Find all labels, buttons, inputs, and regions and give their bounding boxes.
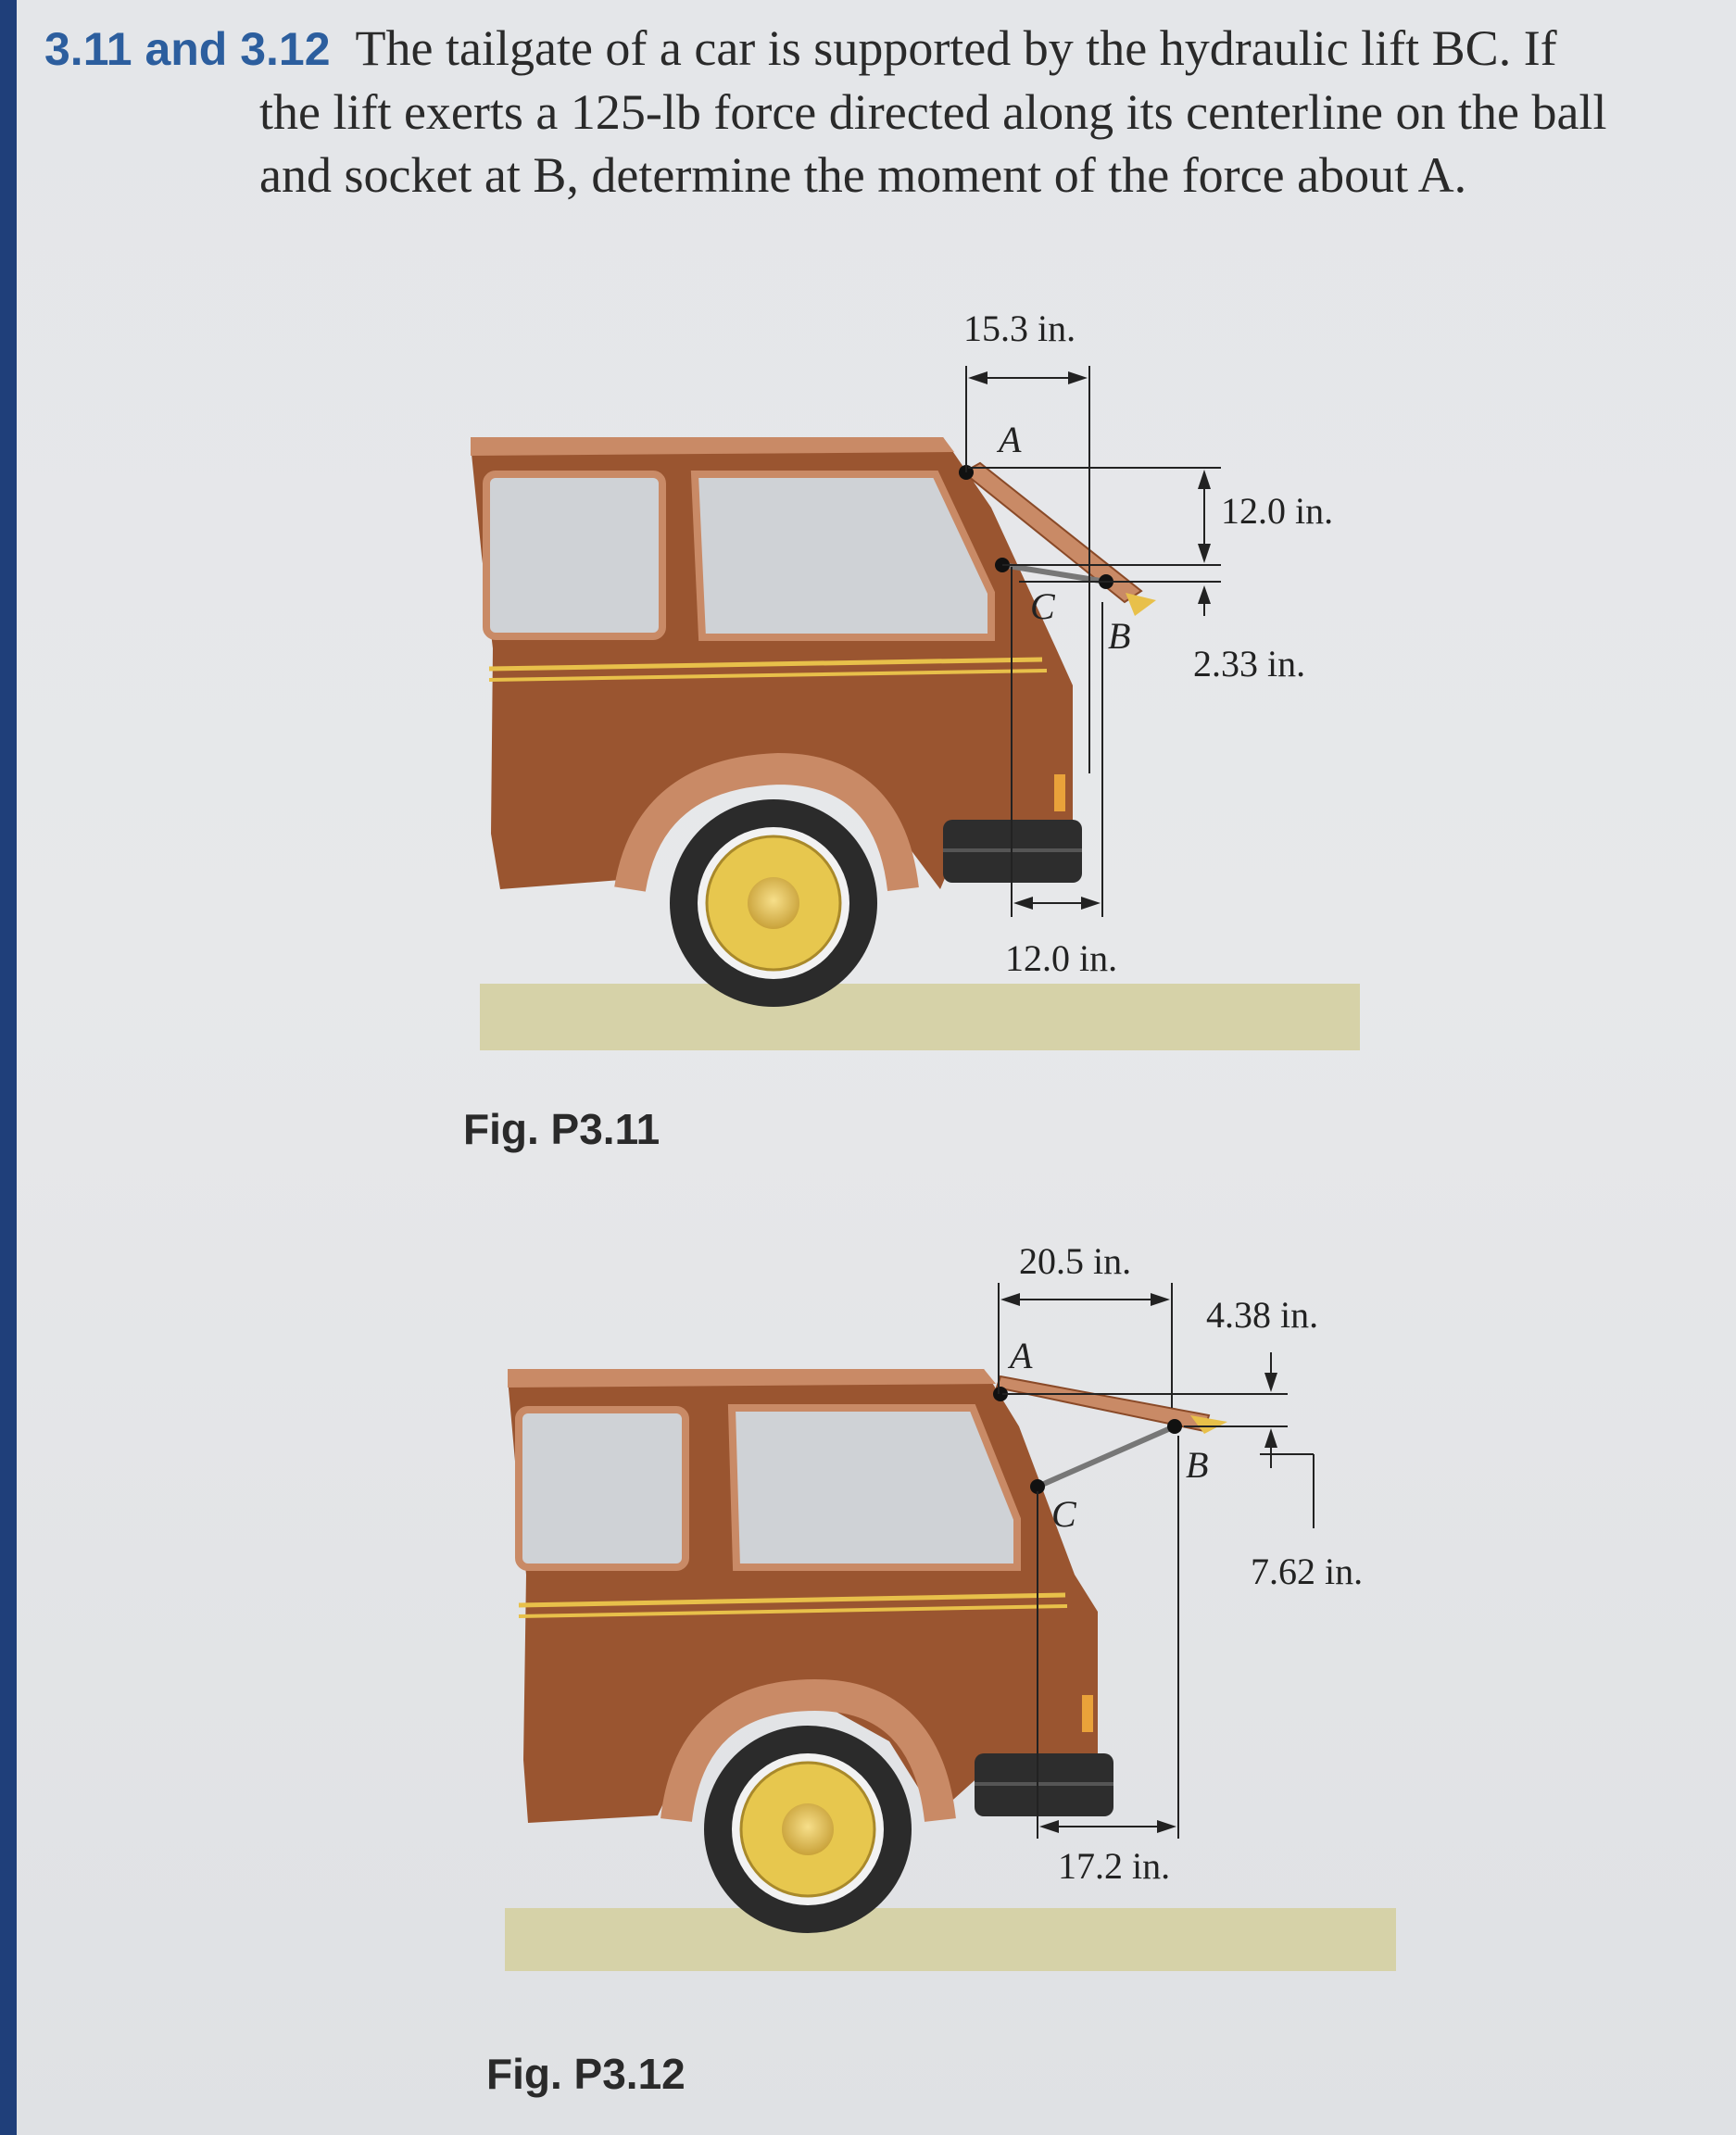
problem-text-1: The tailgate of a car is supported by th… [355, 20, 1557, 76]
problem-text-3: and socket at B, determine the moment of… [259, 147, 1467, 203]
fig2-label-b: B [1186, 1444, 1208, 1486]
ground [505, 1908, 1396, 1971]
side-window-rear [483, 471, 666, 640]
hydraulic-lift [1036, 1424, 1176, 1489]
point-a [993, 1387, 1008, 1401]
fig1-label-a: A [996, 419, 1022, 460]
wheel-arch [614, 752, 919, 893]
point-c [1030, 1479, 1045, 1494]
side-window-back [727, 1404, 1021, 1571]
side-window-back [690, 471, 995, 641]
fig1-caption: Fig. P3.11 [463, 1105, 660, 1153]
body-stripe-2 [488, 669, 1048, 682]
open-tailgate [962, 461, 1143, 604]
problem-number: 3.11 and 3.12 [44, 23, 331, 75]
fig2-dim-bottom: 17.2 in. [1058, 1845, 1170, 1887]
tailgate-edge [1126, 593, 1156, 616]
fig2-dim-right-lower: 7.62 in. [1251, 1551, 1363, 1592]
side-window-rear [515, 1406, 689, 1571]
fig2-label-c: C [1051, 1493, 1077, 1535]
fig2-dim-top: 20.5 in. [1019, 1240, 1131, 1282]
fig1-label-c: C [1030, 585, 1056, 627]
wheel-hub [748, 877, 799, 929]
wheel-arch [660, 1678, 956, 1823]
ground [480, 984, 1360, 1050]
roof-rail [471, 437, 954, 456]
fig2-dim-right-upper: 4.38 in. [1206, 1294, 1318, 1336]
problem-line-1: 3.11 and 3.12 The tailgate of a car is s… [44, 17, 1703, 81]
fig2-label-a: A [1007, 1335, 1033, 1376]
roof-rail [508, 1369, 996, 1388]
tailgate-edge [1190, 1415, 1227, 1434]
tail-light [1054, 774, 1065, 811]
problem-text-2: the lift exerts a 125-lb force directed … [259, 84, 1607, 140]
fig1-dim-right-lower: 2.33 in. [1193, 643, 1305, 684]
fig1-dim-bottom: 12.0 in. [1005, 937, 1117, 979]
body-stripe-1 [518, 1592, 1066, 1608]
tail-light [1082, 1695, 1093, 1732]
fig1-label-b: B [1108, 615, 1130, 657]
body-stripe-1 [488, 657, 1043, 672]
wheel-hub [782, 1803, 834, 1855]
fig2-caption: Fig. P3.12 [486, 2050, 686, 2098]
fig1-dim-top: 15.3 in. [963, 308, 1076, 349]
fig1-dim-right-upper: 12.0 in. [1221, 490, 1333, 532]
problem-statement: 3.11 and 3.12 The tailgate of a car is s… [44, 17, 1703, 207]
body-stripe-2 [518, 1604, 1068, 1618]
figure-p3-12: 20.5 in. 4.38 in. 7.62 in. 17.2 in. A C … [505, 1240, 1396, 1971]
figure-p3-11: 15.3 in. 12.0 in. 2.33 in. 12.0 in. A C … [471, 308, 1360, 1050]
point-b [1167, 1419, 1182, 1434]
